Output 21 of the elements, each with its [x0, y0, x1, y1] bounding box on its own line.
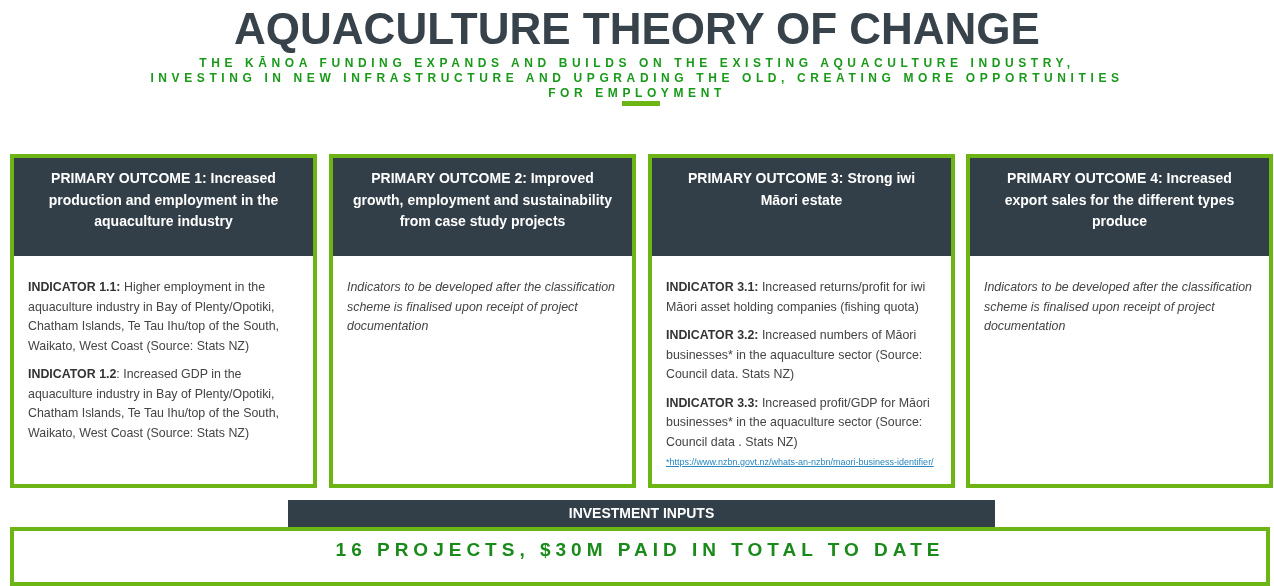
footnote-link: *https://www.nzbn.govt.nz/whats-an-nzbn/maori-business-identifier/: [666, 457, 935, 467]
indicator-text: Indicators to be developed after the classification scheme is finalised upon receipt of project documentation: [984, 279, 1253, 335]
outcome-card: [648, 154, 955, 488]
indicator-text: INDICATOR 3.2: Increased numbers of Māori businesses* in the aquaculture sector (Source: Council data. Stats NZ): [666, 327, 924, 383]
outcome-card: [966, 154, 1273, 488]
card-header: PRIMARY OUTCOME 4: Increased export sales for the different types produce: [970, 158, 1269, 256]
card-header: PRIMARY OUTCOME 1: Increased production and employment in the aquaculture industry: [14, 158, 313, 256]
indicator-text: INDICATOR 3.3: Increased profit/GDP for Māori businesses* in the aquaculture sector (Source: Council data . Stats NZ): [666, 394, 931, 451]
panel-header: INVESTMENT INPUTS: [288, 500, 995, 527]
subtitle: THE KĀNOA FUNDING EXPANDS AND BUILDS ON THE EXISTING AQUACULTURE INDUSTRY, INVESTING IN NEW INFRASTRUCTURE AND UPGRADING THE OLD, CREATING MORE OPPORTUNITIES FOR EMPLOYMENT: [149, 56, 1125, 101]
inputs-panel: [10, 527, 1270, 586]
outcome-card: [329, 154, 636, 488]
card-header: PRIMARY OUTCOME 2: Improved growth, employment and sustainability from case study projects: [333, 158, 632, 256]
indicator-text: Indicators to be developed after the classification scheme is finalised upon receipt of project documentation: [347, 279, 616, 335]
card-header: PRIMARY OUTCOME 3: Strong iwi Māori estate: [652, 158, 951, 256]
outcome-card: [10, 154, 317, 488]
indicator-text: INDICATOR 3.1: Increased returns/profit for iwi Māori asset holding companies (fishing quota): [666, 279, 927, 316]
indicator-text: INDICATOR 1.2: Increased GDP in the aquaculture industry in Bay of Plenty/Opotiki, Chatham Islands, Te Tau Ihu/top of the South, Waikato, West Coast (Source: Stats NZ): [28, 366, 280, 442]
indicator-text: INDICATOR 1.1: Higher employment in the aquaculture industry in Bay of Plenty/Opotiki, Chatham Islands, Te Tau Ihu/top of the South, Waikato, West Coast (Source: Stats NZ): [28, 279, 280, 355]
title: AQUACULTURE THEORY OF CHANGE: [233, 4, 1041, 54]
summary-text: 16 PROJECTS, $30M PAID IN TOTAL TO DATE: [334, 539, 946, 561]
